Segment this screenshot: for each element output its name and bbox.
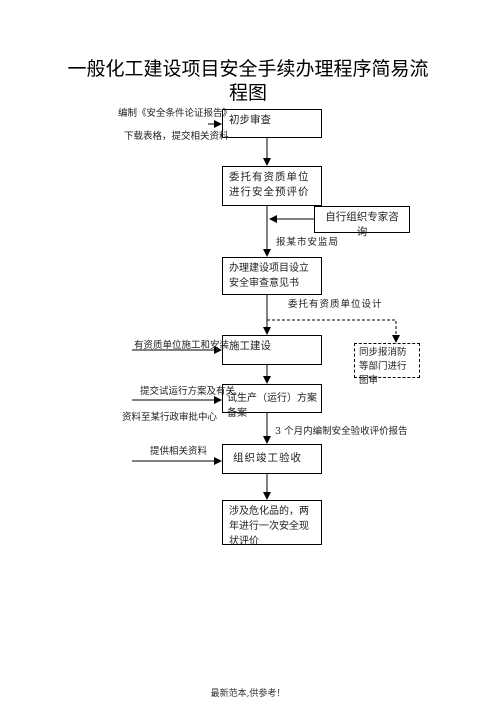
- submit-to-center-label: 资料至某行政审批中心: [122, 412, 218, 423]
- page-title-continued: 程图: [228, 82, 267, 104]
- preliminary-review-box: 初步审查: [222, 109, 322, 138]
- trial-production-box: 试生产（运行）方案备案: [222, 384, 322, 419]
- pre-evaluation-box: 委托有资质单位进行安全预评价: [222, 166, 322, 206]
- construction-box: 施工建设: [222, 335, 322, 365]
- provide-docs-label: 提供相关资料: [150, 446, 208, 457]
- footer-note: 最新范本,供参考！: [210, 689, 286, 699]
- entrust-design-label: 委托有资质单位设计: [288, 299, 383, 310]
- status-evaluation-box: 涉及危化品的，两年进行一次安全现状评价: [222, 500, 322, 547]
- page-title: 一般化工建设项目安全手续办理程序简易流: [67, 58, 429, 80]
- fire-review-box: 同步报消防等部门进行图审: [354, 343, 420, 386]
- safety-review-opinion-box: 办理建设项目设立安全审查意见书: [222, 257, 322, 295]
- report-to-bureau-label: 报某市安监局: [276, 237, 340, 248]
- compile-report-label: 编制《安全条件论证报告》: [118, 108, 233, 119]
- dashed-branch-to-fire-review: [267, 319, 400, 343]
- completion-acceptance-box: 组织竣工验收: [222, 444, 322, 474]
- qualified-builder-label: 有资质单位施工和安装: [134, 340, 230, 351]
- download-forms-label: 下载表格，提交相关资料: [124, 131, 229, 142]
- expert-consult-box: 自行组织专家咨询: [314, 206, 410, 238]
- acceptance-report-label: 3 个月内编制安全验收评价报告: [275, 426, 408, 437]
- submit-plan-label: 提交试运行方案及有关: [140, 386, 236, 397]
